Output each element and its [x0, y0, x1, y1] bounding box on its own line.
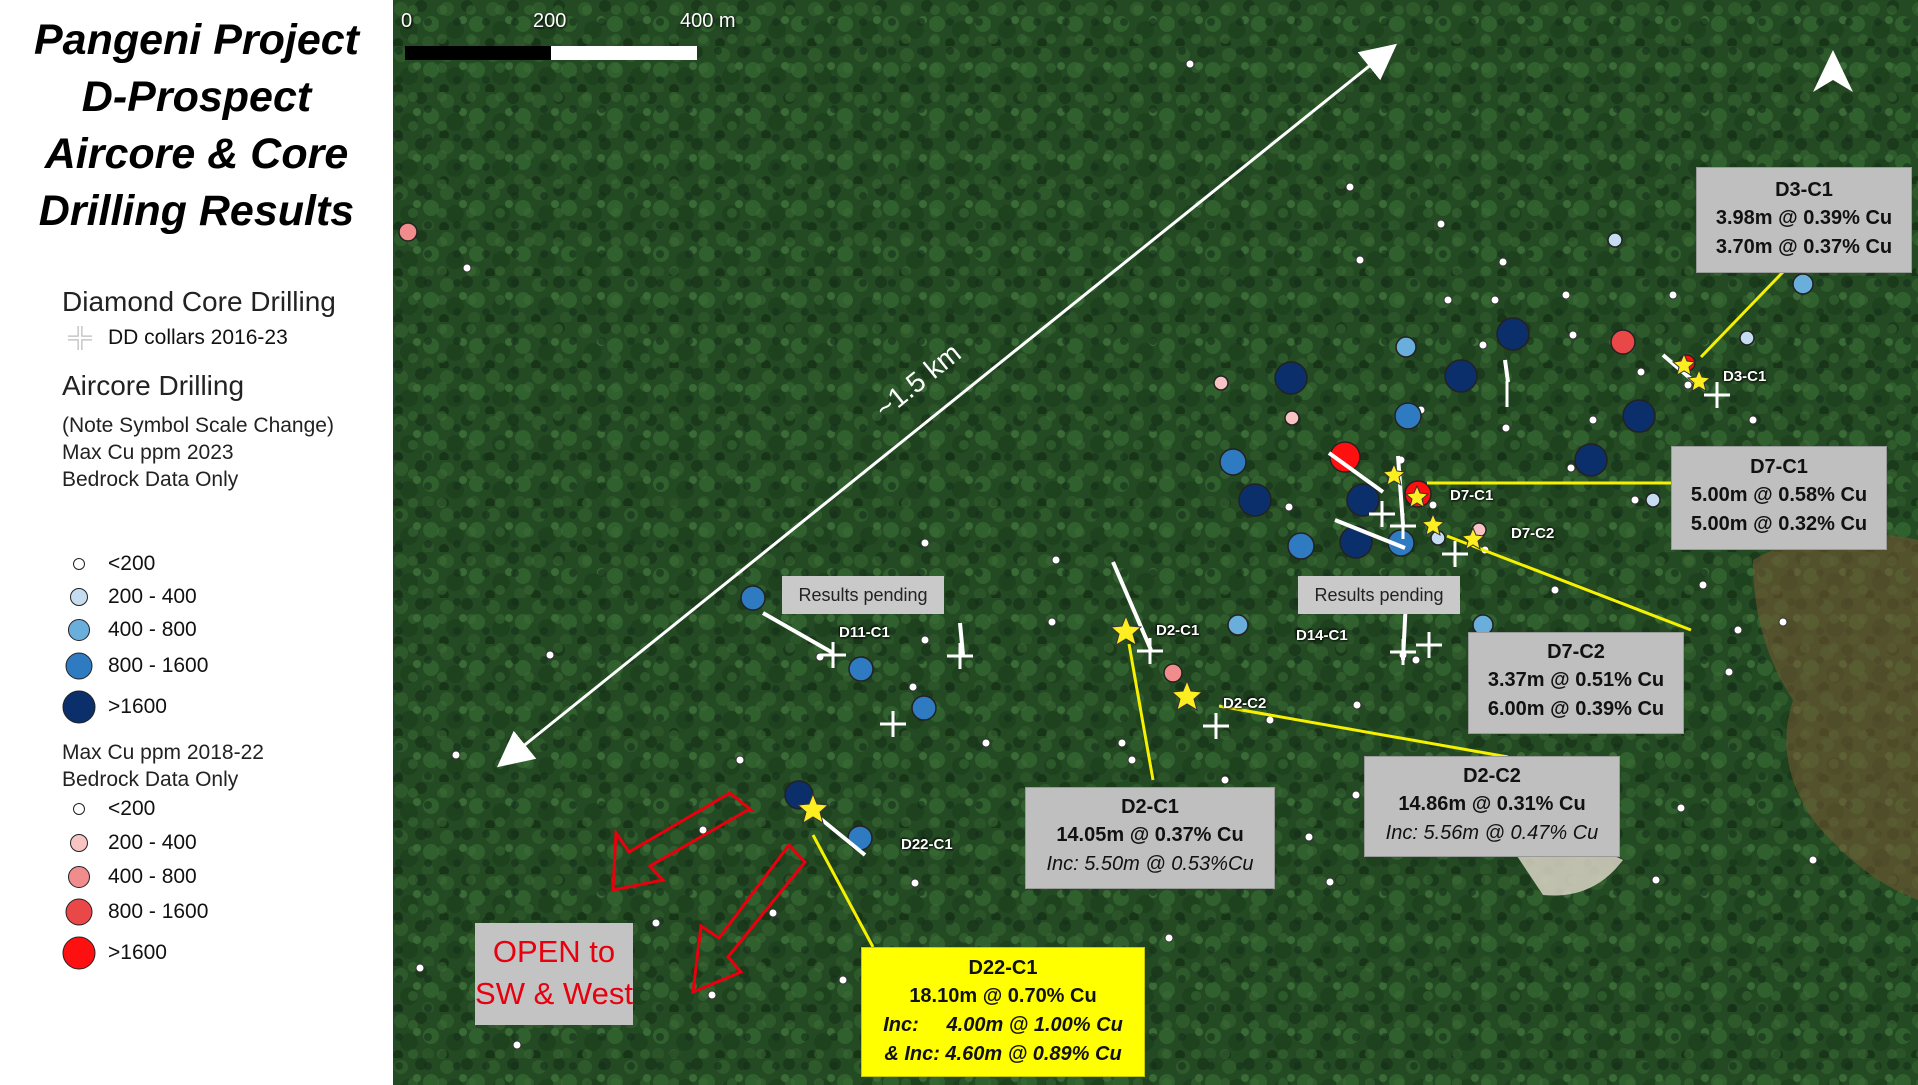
cleared-ground: [1753, 533, 1918, 900]
ac-heading: Aircore Drilling: [62, 370, 245, 401]
results-pending-d11: Results pending: [782, 576, 944, 614]
scale-bar-white: [551, 46, 697, 60]
circle-icon: [65, 652, 93, 680]
ac-2018-line1: Max Cu ppm 2018-22: [62, 741, 264, 764]
map-canvas: [393, 0, 1918, 1085]
hole-label-d11-c1: D11-C1: [839, 624, 890, 641]
north-arrow-icon: [1813, 50, 1853, 92]
dd-collars: [820, 381, 1730, 739]
circle-icon: [73, 558, 85, 570]
hole-label-d2-c2: D2-C2: [1223, 695, 1267, 712]
results-pending-d14: Results pending: [1298, 576, 1460, 614]
ac-note: (Note Symbol Scale Change): [62, 414, 334, 437]
ac-2023-line1: Max Cu ppm 2023: [62, 441, 234, 464]
callout-lines: [811, 270, 1785, 948]
result-box-d7-c1: D7-C1 5.00m @ 0.58% Cu 5.00m @ 0.32% Cu: [1671, 446, 1887, 550]
result-box-d2-c1: D2-C1 14.05m @ 0.37% Cu Inc: 5.50m @ 0.5…: [1025, 787, 1275, 889]
circle-icon: [68, 866, 90, 888]
result-box-d2-c2: D2-C2 14.86m @ 0.31% Cu Inc: 5.56m @ 0.4…: [1364, 756, 1620, 857]
scale-label-0: 0: [401, 10, 413, 32]
circle-icon: [68, 619, 90, 641]
result-box-d7-c2: D7-C2 3.37m @ 0.51% Cu 6.00m @ 0.39% Cu: [1468, 632, 1684, 734]
scale-label-400: 400 m: [680, 10, 736, 32]
ac-2023-line2: Bedrock Data Only: [62, 468, 239, 491]
result-box-d3-c1: D3-C1 3.98m @ 0.39% Cu 3.70m @ 0.37% Cu: [1696, 167, 1912, 273]
collar-cross-icon: [68, 326, 92, 350]
dd-heading: Diamond Core Drilling: [62, 286, 336, 317]
distance-arrow: [496, 43, 1398, 768]
result-box-d22-c1: D22-C1 18.10m @ 0.70% Cu Inc: 4.00m @ 1.…: [861, 947, 1145, 1077]
result-stars: [796, 352, 1712, 825]
open-arrow-west: [691, 842, 807, 995]
legend-panel: Pangeni Project D-Prospect Aircore & Cor…: [0, 0, 393, 1085]
hole-label-d2-c1: D2-C1: [1156, 622, 1200, 639]
hole-label-d7-c1: D7-C1: [1450, 487, 1494, 504]
satellite-map[interactable]: 0 200 400 m ~1.5 km D11-C1 D2-C1 D2-C2 D…: [393, 0, 1918, 1085]
hole-label-d7-c2: D7-C2: [1511, 525, 1555, 542]
circle-icon: [70, 834, 88, 852]
open-to-sw-west: OPEN to SW & West: [475, 923, 633, 1025]
scale-bar-black: [405, 46, 551, 60]
circle-icon: [70, 588, 88, 606]
hole-label-d22-c1: D22-C1: [901, 836, 953, 853]
hole-label-d3-c1: D3-C1: [1723, 368, 1767, 385]
hole-label-d14-c1: D14-C1: [1296, 627, 1348, 644]
circle-icon: [73, 803, 85, 815]
scale-label-200: 200: [533, 10, 567, 32]
map-title: Pangeni Project D-Prospect Aircore & Cor…: [34, 16, 359, 235]
circle-icon: [62, 690, 96, 724]
ac-2018-line2: Bedrock Data Only: [62, 768, 239, 791]
aircore-dots-2023: [740, 232, 1814, 851]
open-arrow-sw: [611, 791, 756, 892]
circle-icon: [62, 936, 96, 970]
circle-icon: [65, 898, 93, 926]
